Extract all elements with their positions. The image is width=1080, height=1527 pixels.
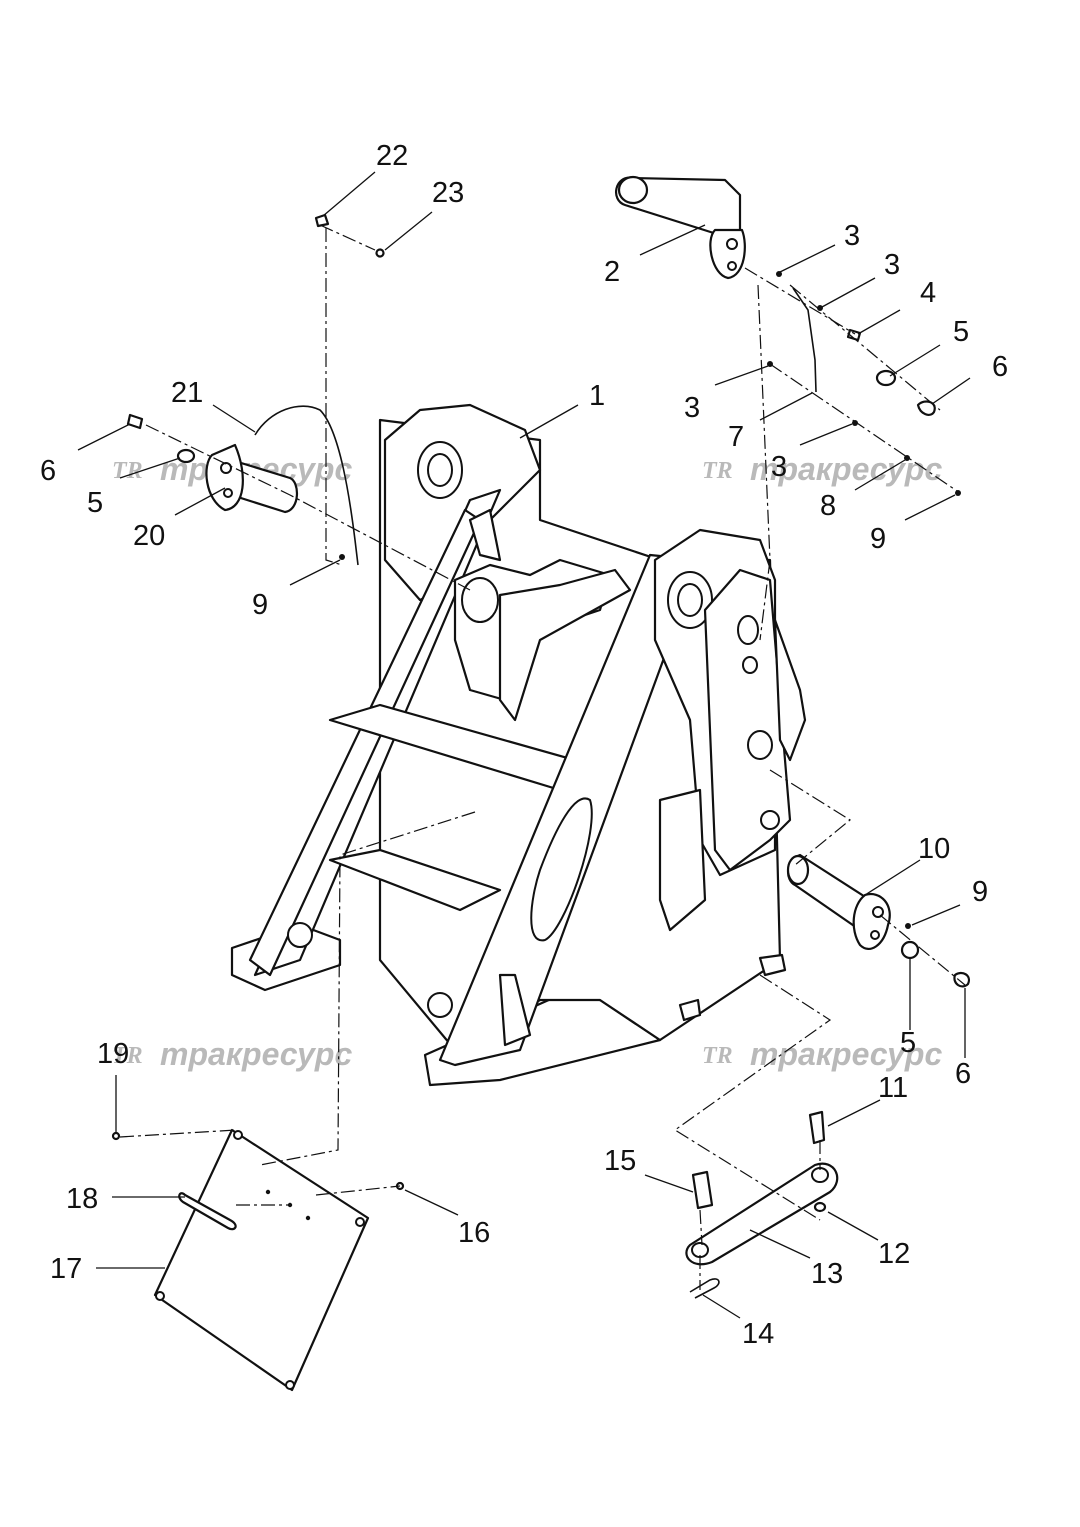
callout-8: 8 (820, 490, 836, 522)
callout-10: 10 (918, 833, 950, 865)
lanyard-part-21 (254, 405, 359, 566)
callout-9a: 9 (870, 523, 886, 555)
cover-plate-part-17 (153, 1128, 370, 1392)
watermark-bottom-left: TR тракресурс (112, 1036, 352, 1072)
svg-text:TR: TR (112, 1043, 143, 1069)
callout-9b: 9 (252, 589, 268, 621)
callout-18: 18 (66, 1183, 98, 1215)
callout-1: 1 (589, 380, 605, 412)
callout-13: 13 (811, 1258, 843, 1290)
callout-20: 20 (133, 520, 165, 552)
assembly-lines (119, 224, 966, 1290)
callout-2: 2 (604, 256, 620, 288)
callout-4: 4 (920, 277, 936, 309)
callout-5c: 5 (900, 1027, 916, 1059)
lanyard-part-7 (792, 287, 817, 393)
callout-6b: 6 (40, 455, 56, 487)
callout-5b: 5 (87, 487, 103, 519)
svg-text:тракресурс: тракресурс (750, 1036, 942, 1072)
callout-15: 15 (604, 1145, 636, 1177)
pin-part-2 (615, 175, 746, 280)
leader-lines (77, 171, 971, 1319)
watermark-top-right: TR тракресурс (702, 451, 942, 487)
callout-3d: 3 (771, 451, 787, 483)
callout-12: 12 (878, 1238, 910, 1270)
callout-7: 7 (728, 421, 744, 453)
callout-23: 23 (432, 177, 464, 209)
main-frame (230, 403, 807, 1087)
callout-6a: 6 (992, 351, 1008, 383)
svg-text:TR: TR (112, 458, 143, 484)
svg-text:TR: TR (702, 458, 733, 484)
callout-14: 14 (742, 1318, 774, 1350)
callout-9c: 9 (972, 876, 988, 908)
callout-17: 17 (50, 1253, 82, 1285)
callout-3c: 3 (684, 392, 700, 424)
svg-text:TR: TR (702, 1043, 733, 1069)
callout-3a: 3 (844, 220, 860, 252)
callout-5a: 5 (953, 316, 969, 348)
handle-part-18 (178, 1192, 237, 1231)
callout-19: 19 (97, 1038, 129, 1070)
pin-part-10 (786, 853, 891, 950)
callout-labels: 1 2 3 3 4 5 6 3 7 3 8 9 22 23 21 6 5 20 … (40, 140, 1008, 1350)
callout-22: 22 (376, 140, 408, 172)
callout-6c: 6 (955, 1058, 971, 1090)
callout-11: 11 (878, 1072, 908, 1104)
svg-text:тракресурс: тракресурс (750, 451, 942, 487)
callout-16: 16 (458, 1217, 490, 1249)
callout-21: 21 (171, 377, 203, 409)
callout-3b: 3 (884, 249, 900, 281)
watermark-bottom-right: TR тракресурс (702, 1036, 942, 1072)
svg-text:тракресурс: тракресурс (160, 1036, 352, 1072)
